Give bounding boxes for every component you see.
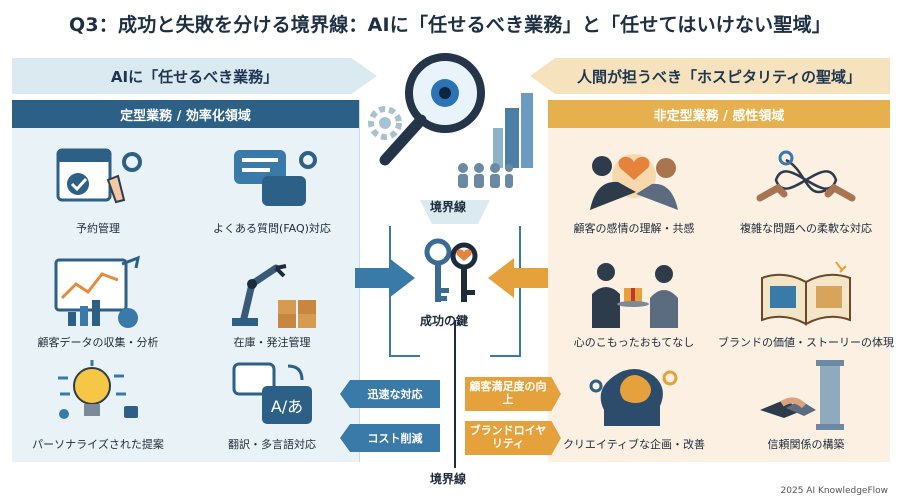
item-inventory: 在庫・発注管理 bbox=[186, 250, 358, 360]
item-translation: A/あ 翻訳・多言語対応 bbox=[186, 352, 358, 462]
item-brand-story: ブランドの価値・ストーリーの体現 bbox=[718, 250, 894, 360]
item-label: 予約管理 bbox=[76, 222, 120, 235]
brain-idea-icon bbox=[589, 369, 678, 426]
item-hospitality: 心のこもったおもてなし bbox=[548, 250, 720, 360]
item-faq: よくある質問(FAQ)対応 bbox=[186, 136, 358, 246]
item-complex-problems: 複雑な問題への柔軟な対応 bbox=[720, 136, 892, 246]
item-label: 複雑な問題への柔軟な対応 bbox=[740, 222, 872, 235]
pill-quick-response: 迅速な対応 bbox=[340, 380, 440, 408]
lightbulb-icon bbox=[58, 360, 138, 419]
heart-hands-icon bbox=[590, 154, 678, 210]
right-arrow bbox=[488, 258, 548, 298]
people-icon bbox=[458, 163, 513, 188]
item-empathy: 顧客の感情の理解・共感 bbox=[548, 136, 720, 246]
item-label: ブランドの価値・ストーリーの体現 bbox=[718, 336, 894, 349]
pill-satisfaction: 顧客満足度の向上 bbox=[465, 377, 561, 411]
analytics-chart-icon bbox=[54, 255, 141, 328]
page-title: Q3：成功と失敗を分ける境界線：AIに「任せるべき業務」と「任せてはいけない聖域… bbox=[69, 14, 831, 36]
item-label: 信頼関係の構築 bbox=[767, 438, 845, 451]
item-data-analysis: 顧客データの収集・分析 bbox=[12, 250, 184, 360]
tangled-knot-icon bbox=[756, 150, 856, 202]
right-banner: 人間が担うべき「ホスピタリティの聖域」 bbox=[530, 58, 890, 94]
footer-credit: 2025 AI KnowledgeFlow bbox=[780, 486, 888, 496]
pill-cost-reduction: コスト削減 bbox=[340, 424, 440, 452]
item-label: 顧客データの収集・分析 bbox=[37, 336, 159, 349]
robot-arm-icon bbox=[232, 264, 316, 328]
item-label: 顧客の感情の理解・共感 bbox=[573, 222, 695, 235]
magnifier-icon bbox=[368, 53, 533, 168]
item-trust-building: 信頼関係の構築 bbox=[720, 352, 892, 462]
left-arrow bbox=[355, 258, 415, 298]
boundary-label-top: 境界線 bbox=[430, 200, 467, 214]
item-label: 翻訳・多言語対応 bbox=[228, 438, 316, 451]
item-label: 在庫・発注管理 bbox=[233, 336, 311, 349]
storybook-icon bbox=[761, 261, 851, 326]
left-panel-header: 定型業務 / 効率化領域 bbox=[12, 100, 359, 128]
item-label: クリエイティブな企画・改善 bbox=[562, 438, 706, 451]
right-panel: 非定型業務 / 感性領域 顧客の感情の理解・共感 複雑な問題への柔軟な対応 心の… bbox=[548, 100, 894, 462]
key-label: 成功の鍵 bbox=[420, 314, 469, 328]
chat-bubbles-icon bbox=[234, 150, 317, 206]
item-label: 心のこもったおもてなし bbox=[573, 336, 695, 349]
item-label: よくある質問(FAQ)対応 bbox=[213, 222, 331, 235]
pill-brand-loyalty: ブランドロイヤリティ bbox=[465, 421, 561, 455]
translate-icon: A/あ bbox=[232, 362, 312, 424]
left-banner: AIに「任せるべき業務」 bbox=[12, 58, 377, 94]
handshake-icon bbox=[760, 360, 844, 430]
boundary-label-bottom: 境界線 bbox=[430, 472, 467, 486]
key-icon bbox=[424, 238, 478, 302]
gift-service-icon bbox=[592, 263, 678, 328]
right-panel-header: 非定型業務 / 感性領域 bbox=[548, 100, 890, 128]
calendar-click-icon bbox=[56, 148, 142, 204]
item-reservation: 予約管理 bbox=[12, 136, 184, 246]
item-personalize: パーソナライズされた提案 bbox=[12, 352, 184, 462]
item-label: パーソナライズされた提案 bbox=[32, 438, 164, 451]
item-creative-planning: クリエイティブな企画・改善 bbox=[548, 352, 720, 462]
left-panel: 定型業務 / 効率化領域 予約管理 よくある質問(FAQ)対応 顧客データの収集… bbox=[12, 100, 360, 462]
svg-text:A/あ: A/あ bbox=[271, 397, 303, 416]
